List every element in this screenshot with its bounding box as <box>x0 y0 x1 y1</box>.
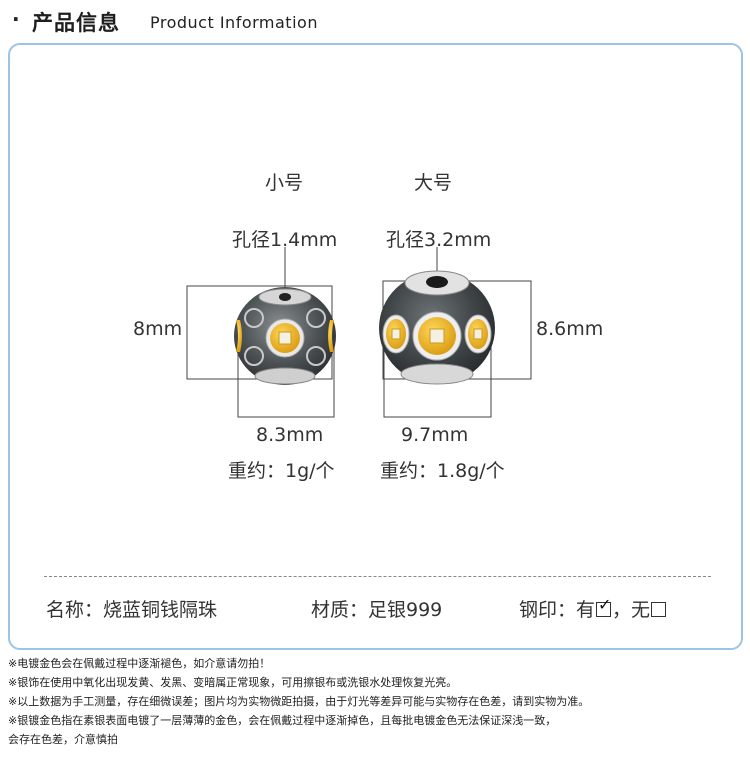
large-weight-label: 重约：1.8g/个 <box>380 460 505 482</box>
stamp-separator: ，无 <box>612 599 651 621</box>
small-bead-image <box>186 247 336 418</box>
checked-box-icon: ✓ <box>596 597 611 617</box>
note-line: ※以上数据为手工测量，存在细微误差；图片均为实物微距拍摄，由于灯光等差异可能与实… <box>8 695 590 708</box>
note-line: ※银饰在使用中氧化出现发黄、发黑、变暗属正常现象，可用擦银布或洗银水处理恢复光亮… <box>8 676 458 689</box>
large-bead-image <box>379 247 532 418</box>
large-width-label: 9.7mm <box>401 424 469 446</box>
header-bullet: · <box>12 7 20 31</box>
product-material: 材质：足银999 <box>311 599 443 621</box>
small-height-label: 8mm <box>133 318 183 340</box>
note-line: ※银镀金色指在素银表面电镀了一层薄薄的金色，会在佩戴过程中逐渐掉色，且每批电镀金… <box>8 714 557 727</box>
empty-box-icon <box>651 602 667 617</box>
note-line: 会存在色差，介意慎拍 <box>8 733 118 746</box>
small-size-title: 小号 <box>265 172 304 194</box>
stamp-label: 钢印：有 <box>519 599 596 621</box>
product-stamp: 钢印：有✓，无 <box>519 595 667 622</box>
small-hole-label: 孔径1.4mm <box>232 229 338 251</box>
section-title-cn: 产品信息 <box>32 11 120 35</box>
section-header: · 产品信息 Product Information <box>0 0 750 40</box>
small-width-label: 8.3mm <box>256 424 324 446</box>
product-name: 名称：烧蓝铜钱隔珠 <box>46 599 218 621</box>
section-title-en: Product Information <box>150 13 318 32</box>
large-size-title: 大号 <box>414 172 453 194</box>
note-line: ※电镀金色会在佩戴过程中逐渐褪色，如介意请勿拍！ <box>8 657 271 670</box>
large-height-label: 8.6mm <box>536 318 604 340</box>
dashed-divider <box>44 576 711 577</box>
large-hole-label: 孔径3.2mm <box>386 229 492 251</box>
info-frame <box>8 43 743 650</box>
small-weight-label: 重约：1g/个 <box>228 460 335 482</box>
notes-section: ※电镀金色会在佩戴过程中逐渐褪色，如介意请勿拍！ ※银饰在使用中氧化出现发黄、发… <box>8 654 748 749</box>
